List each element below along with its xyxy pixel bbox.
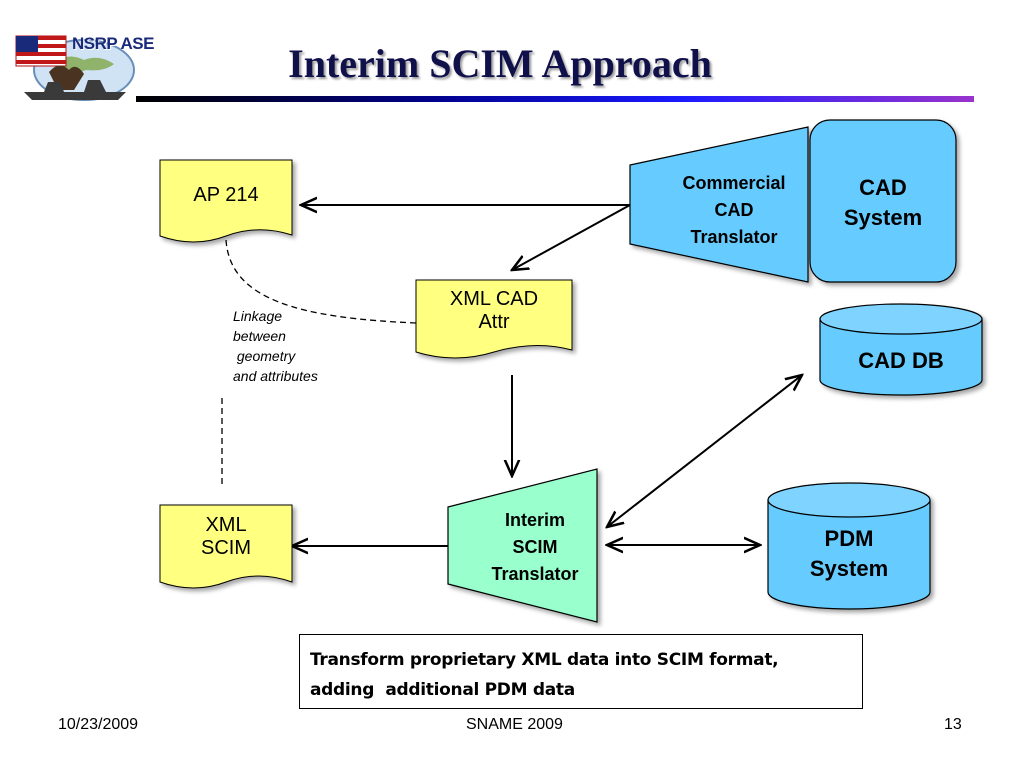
interim-translator-shape [447,468,598,623]
interim-translator-label: Interim SCIM Translator [472,507,598,588]
footer-page-number: 13 [944,716,962,733]
xml-cad-attr-label: XML CAD Attr [416,288,572,334]
pdm-system-label: PDM System [768,524,930,584]
cad-system-label-line2: System [843,205,923,230]
arrow-interim-caddb [607,375,802,527]
xml-scim-label-line2: SCIM [201,537,251,559]
interim-translator-label-line3: Translator [491,564,579,584]
caption-box: Transform proprietary XML data into SCIM… [299,634,863,709]
commercial-translator-label-line1: Commercial [682,173,786,193]
commercial-translator-label-line3: Translator [690,227,778,247]
interim-translator-label-line1: Interim [504,510,565,530]
pdm-system-shape [767,482,931,610]
linkage-curve [225,239,417,324]
xml-cad-attr-document-shape [415,279,573,359]
cad-db-label: CAD DB [858,348,944,373]
ap214-label: AP 214 [193,184,259,206]
cad-system-shape [809,119,957,283]
footer-center: SNAME 2009 [466,716,563,733]
arrow-commercial-to-xmlcadattr [512,204,631,270]
interim-translator-label-line2: SCIM [512,537,558,557]
linkage-note: Linkage between geometry and attributes [233,308,318,384]
xml-cad-attr-label-line1: XML CAD [449,288,539,310]
commercial-translator-shape [629,126,809,283]
cad-system-label: CAD System [810,173,956,233]
pdm-system-label-line1: PDM [824,526,874,551]
pdm-system-label-line2: System [809,556,889,581]
footer-date: 10/23/2009 [58,716,139,733]
xml-cad-attr-label-line2: Attr [478,311,510,333]
xml-scim-label-line1: XML [205,514,247,536]
xml-scim-document-shape [159,504,293,589]
slide-title: Interim SCIM Approach [288,41,712,86]
title-underline [136,96,974,102]
ap214-document-shape [159,159,293,243]
commercial-translator-label-line2: CAD [714,200,754,220]
xml-scim-label: XML SCIM [160,514,292,560]
cad-system-label-line1: CAD [859,175,907,200]
commercial-translator-label: Commercial CAD Translator [662,170,806,251]
nsrp-ase-logo [15,35,135,101]
cad-db-shape [819,303,983,396]
logo-text: NSRP ASE [72,34,154,53]
